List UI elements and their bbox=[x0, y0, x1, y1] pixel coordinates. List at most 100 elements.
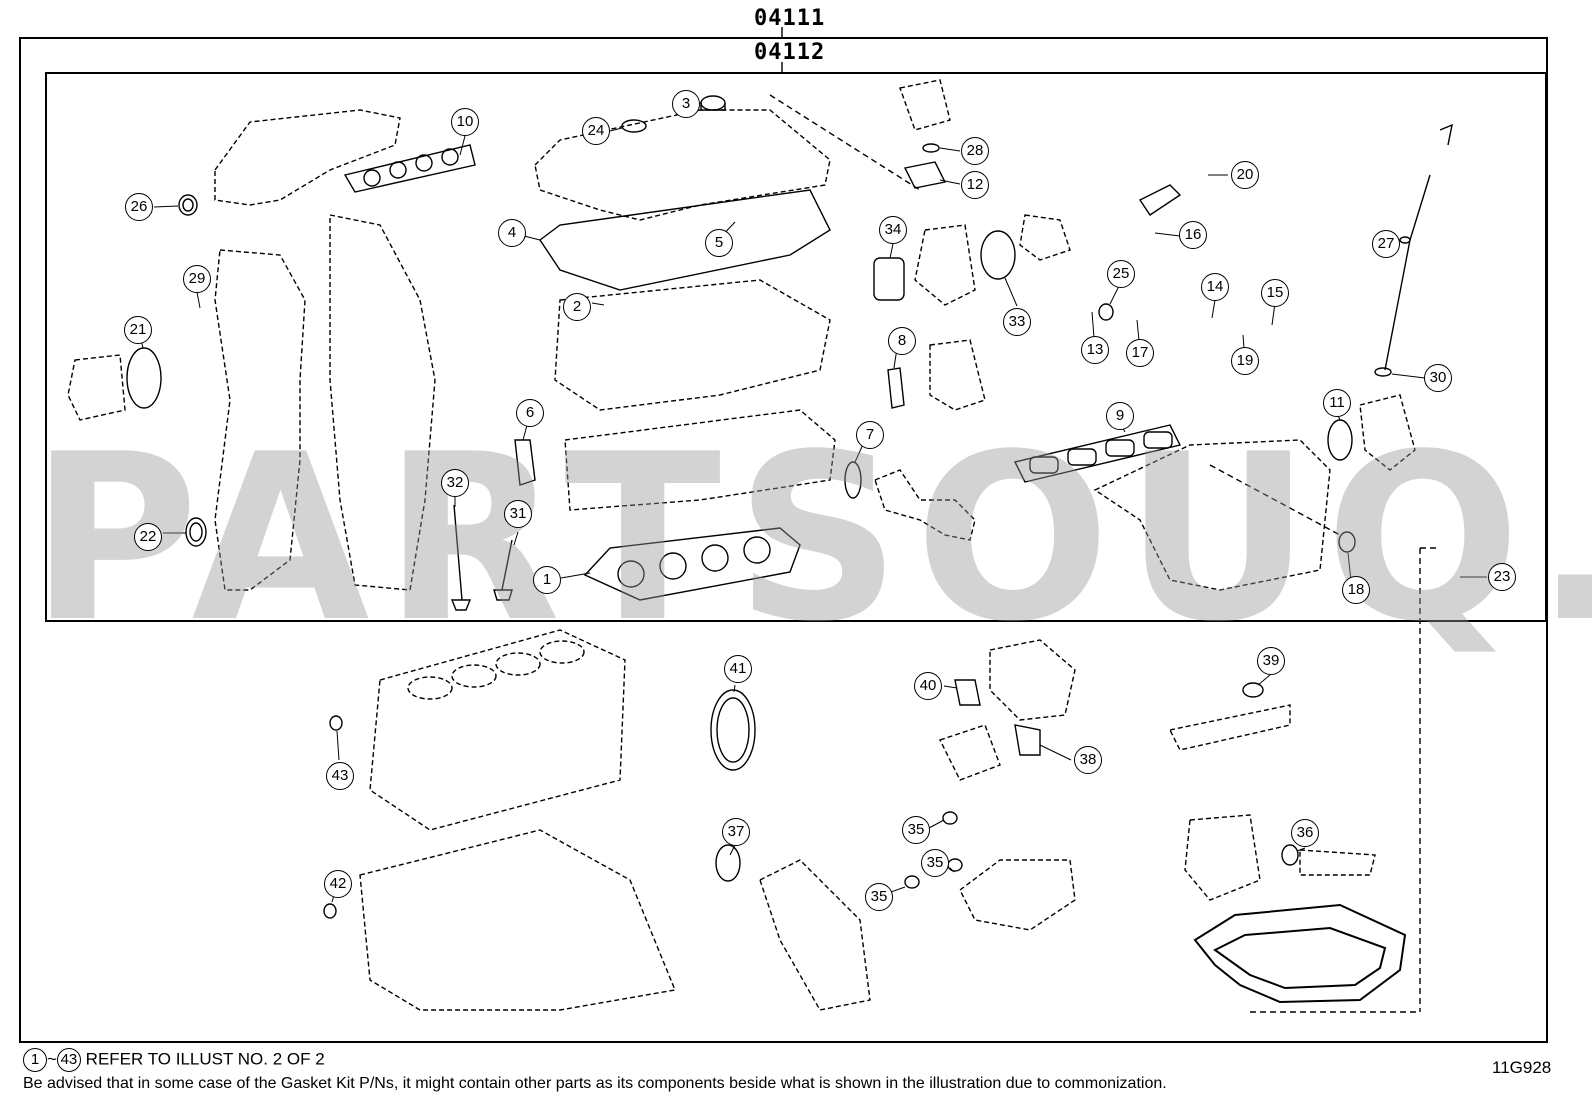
callout-8[interactable]: 8 bbox=[888, 327, 916, 355]
callout-4[interactable]: 4 bbox=[498, 219, 526, 247]
cylinder-head-cover-shape bbox=[534, 109, 831, 221]
callout-27[interactable]: 27 bbox=[1372, 230, 1400, 258]
callout-9[interactable]: 9 bbox=[1106, 402, 1134, 430]
cap-3-shape bbox=[700, 95, 726, 111]
callout-32[interactable]: 32 bbox=[441, 469, 469, 497]
callout-14[interactable]: 14 bbox=[1201, 273, 1229, 301]
callout-10[interactable]: 10 bbox=[451, 108, 479, 136]
seal-25-shape bbox=[1098, 303, 1114, 321]
o-ring-21-shape bbox=[126, 347, 162, 409]
callout-38[interactable]: 38 bbox=[1074, 746, 1102, 774]
gasket-39-shape bbox=[1242, 682, 1264, 698]
gasket-6-shape bbox=[514, 439, 536, 486]
seal-26-shape bbox=[178, 194, 198, 216]
exhaust-manifold-shape bbox=[214, 109, 401, 206]
range-separator: ~ bbox=[47, 1049, 57, 1069]
seal-18-shape bbox=[1338, 531, 1356, 553]
callout-16[interactable]: 16 bbox=[1179, 221, 1207, 249]
callout-36[interactable]: 36 bbox=[1291, 819, 1319, 847]
kit-inner-frame bbox=[45, 72, 1547, 622]
callout-34[interactable]: 34 bbox=[879, 216, 907, 244]
callout-42[interactable]: 42 bbox=[324, 870, 352, 898]
refer-note: 1~43 REFER TO ILLUST NO. 2 OF 2 bbox=[23, 1048, 325, 1072]
kit-number-outer: 04111 bbox=[754, 6, 826, 31]
callout-21[interactable]: 21 bbox=[124, 316, 152, 344]
gasket-8-shape bbox=[887, 367, 905, 409]
callout-28[interactable]: 28 bbox=[961, 137, 989, 165]
injector-shape bbox=[1138, 184, 1182, 216]
kit-outer-frame bbox=[19, 37, 1548, 1043]
callout-31[interactable]: 31 bbox=[504, 500, 532, 528]
callout-23[interactable]: 23 bbox=[1488, 563, 1516, 591]
water-pump-cover-shape bbox=[759, 859, 1076, 1011]
clamp-35a-shape bbox=[942, 811, 958, 825]
sensor-shape bbox=[899, 79, 951, 131]
plug-42-shape bbox=[323, 903, 337, 919]
gasket-12-shape bbox=[903, 161, 947, 189]
callout-7[interactable]: 7 bbox=[856, 421, 884, 449]
callout-25[interactable]: 25 bbox=[1107, 260, 1135, 288]
o-ring-30-shape bbox=[1374, 367, 1392, 377]
callout-19[interactable]: 19 bbox=[1231, 347, 1259, 375]
o-ring-33-shape bbox=[980, 230, 1016, 280]
callout-35-b[interactable]: 35 bbox=[921, 849, 949, 877]
callout-40[interactable]: 40 bbox=[914, 672, 942, 700]
callout-5[interactable]: 5 bbox=[705, 229, 733, 257]
callout-39[interactable]: 39 bbox=[1257, 647, 1285, 675]
intake-manifold-shape bbox=[1093, 439, 1331, 591]
range-end-callout: 43 bbox=[56, 1048, 81, 1072]
callout-33[interactable]: 33 bbox=[1003, 308, 1031, 336]
o-ring-27-shape bbox=[1399, 236, 1411, 244]
callout-35-c[interactable]: 35 bbox=[865, 883, 893, 911]
water-outlet-shape bbox=[874, 214, 1071, 541]
illustration-code: 11G928 bbox=[1492, 1058, 1552, 1077]
commonization-note: Be advised that in some case of the Gask… bbox=[23, 1075, 1167, 1092]
gasket-11-shape bbox=[1327, 419, 1353, 461]
intake-manifold-gasket-shape bbox=[1013, 424, 1182, 483]
exhaust-manifold-gasket-shape bbox=[343, 144, 476, 193]
callout-17[interactable]: 17 bbox=[1126, 339, 1154, 367]
callout-6[interactable]: 6 bbox=[516, 399, 544, 427]
ring-37-shape bbox=[715, 844, 741, 882]
oil-filter-bracket-shape bbox=[1359, 394, 1416, 471]
cylinder-block-shape bbox=[369, 629, 626, 831]
clamp-35c-shape bbox=[904, 875, 920, 889]
plug-43-shape bbox=[329, 715, 343, 731]
callout-41[interactable]: 41 bbox=[724, 655, 752, 683]
callout-37[interactable]: 37 bbox=[722, 818, 750, 846]
callout-30[interactable]: 30 bbox=[1424, 364, 1452, 392]
callout-35-a[interactable]: 35 bbox=[902, 816, 930, 844]
callout-12[interactable]: 12 bbox=[961, 171, 989, 199]
refer-text: REFER TO ILLUST NO. 2 OF 2 bbox=[85, 1049, 325, 1069]
valve-31-shape bbox=[493, 539, 513, 601]
kit-number-inner: 04112 bbox=[754, 40, 826, 65]
head-cover-gasket-shape bbox=[539, 189, 831, 291]
o-ring-36-shape bbox=[1281, 844, 1299, 866]
callout-22[interactable]: 22 bbox=[134, 523, 162, 551]
egr-parts-shape bbox=[939, 639, 1076, 781]
gasket-34-shape bbox=[873, 257, 905, 301]
leader-lines bbox=[139, 102, 1487, 903]
callout-43[interactable]: 43 bbox=[326, 762, 354, 790]
callout-2[interactable]: 2 bbox=[563, 293, 591, 321]
callout-15[interactable]: 15 bbox=[1261, 279, 1289, 307]
callout-18[interactable]: 18 bbox=[1342, 576, 1370, 604]
rear-oil-seal-41-shape bbox=[710, 689, 756, 771]
callout-11[interactable]: 11 bbox=[1323, 389, 1351, 417]
oil-pipe-shape bbox=[1168, 704, 1291, 751]
callout-13[interactable]: 13 bbox=[1081, 336, 1109, 364]
callout-24[interactable]: 24 bbox=[582, 117, 610, 145]
callout-1[interactable]: 1 bbox=[533, 566, 561, 594]
cylinder-head-shape bbox=[554, 279, 836, 511]
o-ring-28-shape bbox=[922, 143, 940, 153]
clamp-35b-shape bbox=[947, 858, 963, 872]
seal-24-shape bbox=[621, 119, 647, 133]
oil-strainer-shape bbox=[1299, 849, 1376, 876]
callout-20[interactable]: 20 bbox=[1231, 161, 1259, 189]
timing-chain-cover-shape bbox=[67, 214, 436, 591]
oil-pan-shape bbox=[1193, 903, 1407, 1004]
callout-3[interactable]: 3 bbox=[672, 90, 700, 118]
valve-32-shape bbox=[450, 504, 472, 611]
callout-26[interactable]: 26 bbox=[125, 193, 153, 221]
callout-29[interactable]: 29 bbox=[183, 265, 211, 293]
